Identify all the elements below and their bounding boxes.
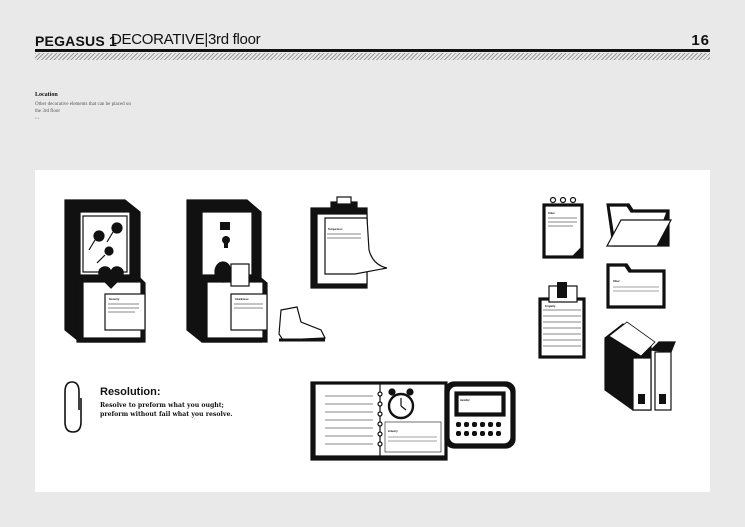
header-rule — [35, 49, 710, 52]
alarm-clock-icon — [387, 388, 415, 420]
header-hatch — [35, 53, 710, 60]
keyhole-icon — [222, 236, 230, 248]
paperclip-icon — [64, 381, 82, 433]
label-industry: Industry: — [388, 430, 398, 433]
pushpin-icon — [88, 222, 123, 264]
notebook-icon: Industry: — [310, 381, 448, 461]
location-note: * * — [35, 116, 40, 121]
label-sincerity: Sincerity: — [109, 298, 120, 301]
clipboard-icon: Temperance: — [310, 196, 388, 289]
resolution-title: Resolution: — [100, 386, 161, 398]
label-order: Order: — [548, 212, 556, 215]
page-number: 16 — [691, 32, 710, 49]
label-humility: Humility: — [460, 399, 470, 402]
header: PEGASUS 1 DECORATIVE|3rd floor 16 — [35, 30, 710, 50]
label-cleanliness: Cleanliness: — [235, 298, 249, 301]
boot-icon — [278, 306, 326, 341]
box-icon: Sincerity: — [64, 199, 146, 343]
resolution-text: Resolve to preform what you ought; prefo… — [100, 401, 233, 419]
illustration-panel: Sincerity: Cleanliness: — [35, 170, 710, 492]
label-frugality: Frugality: — [545, 305, 556, 308]
label-other: Other: — [613, 280, 620, 283]
notepad-icon: Order: — [542, 196, 584, 259]
brand-title: PEGASUS 1 — [35, 33, 117, 49]
folder-icon: Other: — [606, 263, 666, 309]
section-subtitle: DECORATIVE|3rd floor — [111, 31, 261, 48]
label-temperance: Temperance: — [328, 228, 343, 231]
heart-icon — [98, 266, 124, 289]
illustrations: Sincerity: Cleanliness: — [64, 196, 676, 461]
notepad-icon: Frugality: — [538, 282, 586, 359]
location-title: Location — [35, 92, 58, 98]
location-description: Other decorative elements that can be pl… — [35, 102, 131, 114]
box-icon: Cleanliness: — [186, 199, 268, 343]
binder-icon — [604, 321, 676, 411]
resolution-line-2: preform without fail what you resolve. — [100, 411, 233, 418]
calculator-icon: Humility: — [444, 381, 516, 449]
resolution-line-1: Resolve to preform what you ought; — [100, 402, 224, 409]
